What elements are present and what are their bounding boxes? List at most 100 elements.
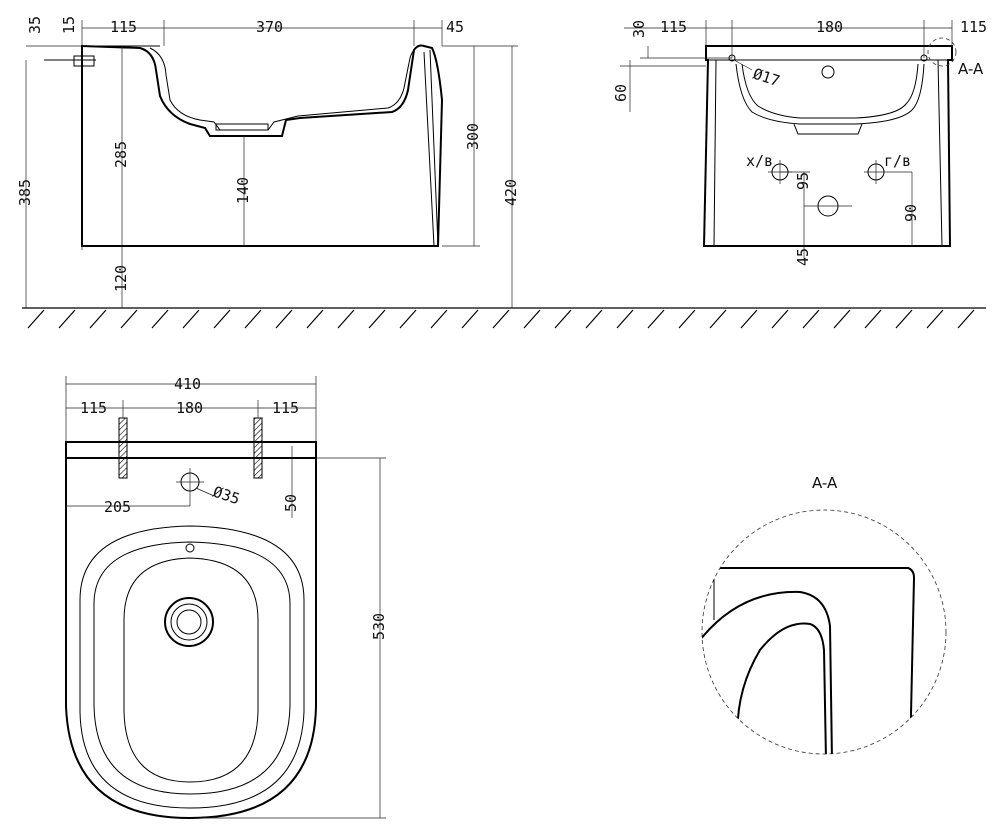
plan-dim-50: 50: [282, 494, 300, 512]
floor-hatch-mark: [58, 309, 76, 329]
detail-title: A-A: [812, 474, 838, 492]
floor-hatch-mark: [833, 309, 851, 329]
detail-section-aa: A-A: [701, 474, 947, 755]
rear-dim-115-left: 115: [660, 18, 687, 36]
floor-hatch-mark: [492, 309, 510, 329]
plan-dim-530: 530: [370, 613, 388, 640]
side-dim-300: 300: [464, 123, 482, 150]
floor-hatch-mark: [616, 309, 634, 329]
floor-hatch-mark: [678, 309, 696, 329]
floor-hatch-mark: [802, 309, 820, 329]
plan-bowl-mid: [93, 541, 291, 795]
side-dim-115: 115: [110, 18, 137, 36]
detail-inner-profile: [702, 590, 833, 754]
floor-hatch-mark: [585, 309, 603, 329]
side-drain: [215, 123, 269, 131]
floor-hatch-mark: [523, 309, 541, 329]
detail-bowl-curve: [736, 622, 827, 754]
floor-hatch-mark: [89, 309, 107, 329]
side-view: 115 370 45 35 15 285 140 300 420 385 120: [16, 16, 520, 308]
floor-line: [22, 307, 986, 329]
side-dim-285: 285: [112, 141, 130, 168]
floor-hatch-mark: [771, 309, 789, 329]
floor-hatch-mark: [244, 309, 262, 329]
plan-drain-mid: [170, 603, 208, 641]
hot-water-pipe: [864, 160, 912, 184]
side-dim-420: 420: [502, 179, 520, 206]
rear-dim-hole-17: Ø17: [751, 65, 782, 90]
plan-bowl-inner: [123, 557, 259, 783]
rear-label-cold: х/в: [746, 152, 773, 170]
floor-hatch-mark: [151, 309, 169, 329]
floor-hatch-mark: [368, 309, 386, 329]
rear-dim-95: 95: [794, 172, 812, 190]
side-right-wall-inner: [423, 51, 435, 247]
plan-drain-inner: [176, 609, 202, 635]
plan-view: 410 115 180 115 205 Ø35 50 530: [65, 375, 388, 820]
plan-bolt-right: [253, 417, 263, 479]
rear-dim-45: 45: [794, 248, 812, 266]
floor-hatch-mark: [895, 309, 913, 329]
rear-dim-115-right: 115: [960, 18, 987, 36]
plan-hole-leader: [195, 487, 215, 497]
side-dim-15: 15: [60, 16, 78, 34]
rear-bowl: [735, 63, 925, 125]
floor-hatch-mark: [306, 309, 324, 329]
rear-view: A-A х/в г/в 115 180 115 30 60 Ø17: [612, 18, 987, 266]
floor-hatch-mark: [864, 309, 882, 329]
plan-bolt-left: [118, 417, 128, 479]
rear-dim-90: 90: [902, 204, 920, 222]
plan-dim-180: 180: [176, 399, 203, 417]
plan-dim-205: 205: [104, 498, 131, 516]
floor-hatch-mark: [709, 309, 727, 329]
rear-dim-180: 180: [816, 18, 843, 36]
rear-right-wall-inner: [937, 59, 943, 247]
floor-hatch-mark: [213, 309, 231, 329]
floor-hatch-mark: [554, 309, 572, 329]
plan-drain-outer: [164, 597, 214, 647]
plan-dim-115-right: 115: [272, 399, 299, 417]
floor-hatch-mark: [337, 309, 355, 329]
floor-hatch-mark: [926, 309, 944, 329]
floor-hatch-mark: [120, 309, 138, 329]
rear-hole-leader: [733, 59, 753, 71]
plan-dim-hole-35: Ø35: [211, 483, 242, 508]
floor-hatch-mark: [182, 309, 200, 329]
floor-hatch-mark: [399, 309, 417, 329]
plan-bowl-outer: [79, 525, 305, 809]
rear-section-marker: [927, 37, 957, 67]
rear-left-wall-inner: [713, 59, 717, 247]
side-dim-35: 35: [26, 16, 44, 34]
plan-rear-rim: [65, 441, 317, 459]
floor-hatch-mark: [430, 309, 448, 329]
side-dim-120: 120: [112, 265, 130, 292]
side-right-wall: [429, 49, 439, 247]
rear-label-hot: г/в: [884, 152, 911, 170]
rear-dim-30: 30: [630, 20, 648, 38]
rear-bowl-inner: [741, 63, 919, 119]
rear-section-label: A-A: [958, 60, 984, 78]
rear-drain: [793, 123, 863, 135]
side-body-outline: [81, 44, 444, 247]
detail-outer-profile: [702, 567, 916, 754]
side-bracket: [73, 55, 95, 67]
plan-dim-115-left: 115: [80, 399, 107, 417]
side-bowl-inner: [149, 45, 421, 131]
rear-overflow-hole: [821, 65, 835, 79]
floor-hatch-mark: [647, 309, 665, 329]
side-dim-385: 385: [16, 179, 34, 206]
side-dim-140: 140: [234, 177, 252, 204]
floor-hatch-mark: [275, 309, 293, 329]
side-dim-370: 370: [256, 18, 283, 36]
floor-hatch-mark: [740, 309, 758, 329]
side-dim-45: 45: [446, 18, 464, 36]
detail-circle: [701, 509, 947, 755]
floor-hatch-mark: [957, 309, 975, 329]
rear-dim-60: 60: [612, 84, 630, 102]
floor-hatch-mark: [27, 309, 45, 329]
plan-outline: [65, 458, 317, 820]
plan-overflow: [185, 543, 195, 553]
floor-hatch-mark: [461, 309, 479, 329]
plan-dim-410: 410: [174, 375, 201, 393]
